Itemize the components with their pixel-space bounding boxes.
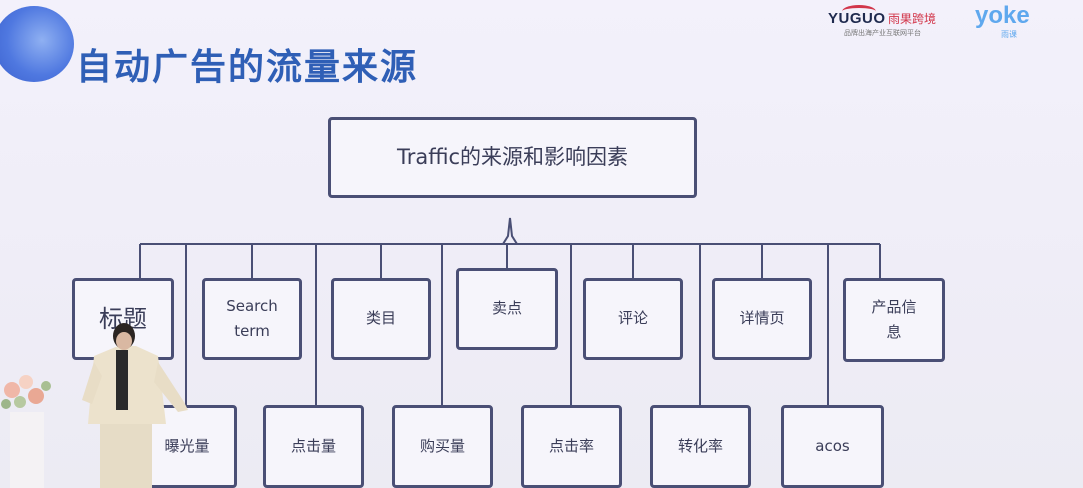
node-reviews: 评论 (583, 278, 683, 360)
node-category: 类目 (331, 278, 431, 360)
yoke-logo-word: yoke (975, 2, 1030, 29)
slide-title: 自动广告的流量来源 (76, 47, 419, 88)
flower-decoration (1, 375, 51, 488)
yuguo-logo-word: YUGUO (828, 10, 886, 27)
yuguo-logo-cn: 雨果跨境 (888, 12, 937, 26)
node-click-rate: 点击率 (521, 405, 622, 488)
speaker-figure (82, 323, 188, 488)
yuguo-logo-arc (842, 5, 876, 18)
yuguo-logo-subtitle: 品牌出海产业互联网平台 (844, 29, 921, 37)
node-conversion-rate: 转化率 (650, 405, 751, 488)
yuguo-logo: YUGUO 雨果跨境 品牌出海产业互联网平台 (828, 5, 963, 42)
diagram-root-node: Traffic的来源和影响因素 (328, 117, 697, 198)
node-selling-point: 卖点 (456, 268, 558, 350)
node-acos: acos (781, 405, 884, 488)
node-product-info: 产品信息 (843, 278, 945, 362)
node-clicks: 点击量 (263, 405, 364, 488)
root-bracket (502, 217, 518, 245)
node-search-term: Search term (202, 278, 302, 360)
node-impressions: 曝光量 (137, 405, 237, 488)
node-detail-page: 详情页 (712, 278, 812, 360)
decorative-blue-blob (0, 6, 74, 82)
node-purchases: 购买量 (392, 405, 493, 488)
yoke-logo-subtitle: 雨课 (1001, 30, 1017, 39)
yoke-logo: yoke 雨课 (975, 2, 1055, 42)
